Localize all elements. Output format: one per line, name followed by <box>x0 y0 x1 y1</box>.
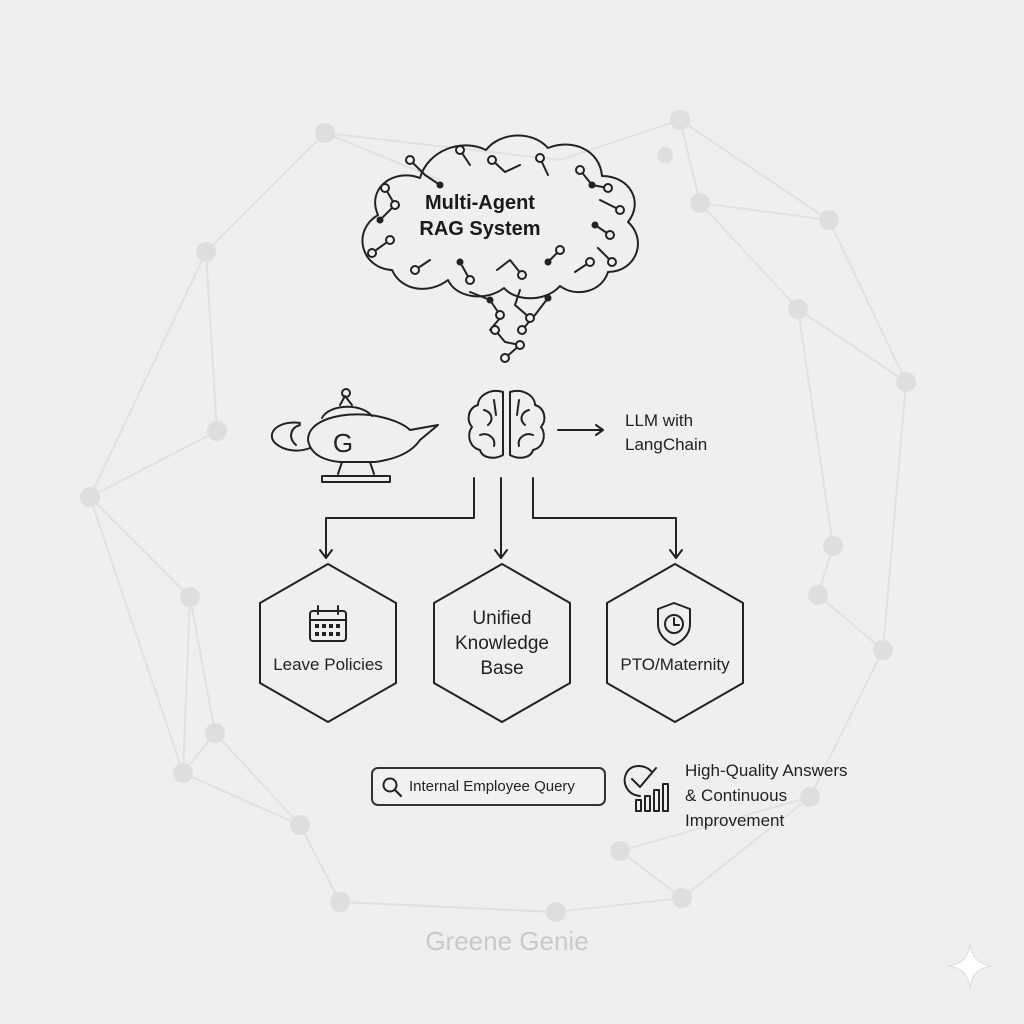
brand-watermark: Greene Genie <box>425 926 589 956</box>
sparkle-icon <box>947 943 993 989</box>
llm-label-line1: LLM with <box>625 411 694 430</box>
knowledge-base-line1: Unified <box>472 608 532 629</box>
answers-line3: Improvement <box>685 811 785 830</box>
calendar-icon <box>309 605 347 642</box>
cloud-outline <box>361 134 639 300</box>
answers-line2: & Continuous <box>685 786 788 805</box>
knowledge-base-line3: Base <box>480 658 524 679</box>
shield-clock-icon <box>657 602 691 646</box>
cloud-title-line2: RAG System <box>419 218 541 240</box>
employee-query-box: Internal Employee Query <box>371 767 606 806</box>
brain-icon <box>467 390 546 459</box>
knowledge-base-line2: Knowledge <box>454 633 550 654</box>
llm-label-line2: LangChain <box>625 435 708 454</box>
hexagon-leave-policies <box>259 563 397 723</box>
cloud-title: Multi-Agent RAG System <box>380 190 580 242</box>
search-icon <box>382 777 403 797</box>
circuit-tail <box>469 289 549 359</box>
calendar-grid <box>315 624 340 636</box>
hexagon-knowledge-base <box>433 563 571 723</box>
answers-line1: High-Quality Answers <box>685 761 848 780</box>
answers-label: High-Quality Answers & Continuous Improv… <box>685 758 885 833</box>
llm-label: LLM with LangChain <box>625 409 707 457</box>
pto-maternity-label: PTO/Maternity <box>620 655 730 674</box>
employee-query-label: Internal Employee Query <box>409 778 575 795</box>
cloud-title-line1: Multi-Agent <box>425 192 535 214</box>
hexagon-pto-maternity <box>606 563 744 723</box>
lamp-icon <box>270 388 439 483</box>
knowledge-base-label: Unified Knowledge Base <box>434 606 570 681</box>
lamp-letter: G <box>333 428 353 458</box>
leave-policies-label: Leave Policies <box>273 655 383 674</box>
check-chart-icon <box>623 765 669 812</box>
